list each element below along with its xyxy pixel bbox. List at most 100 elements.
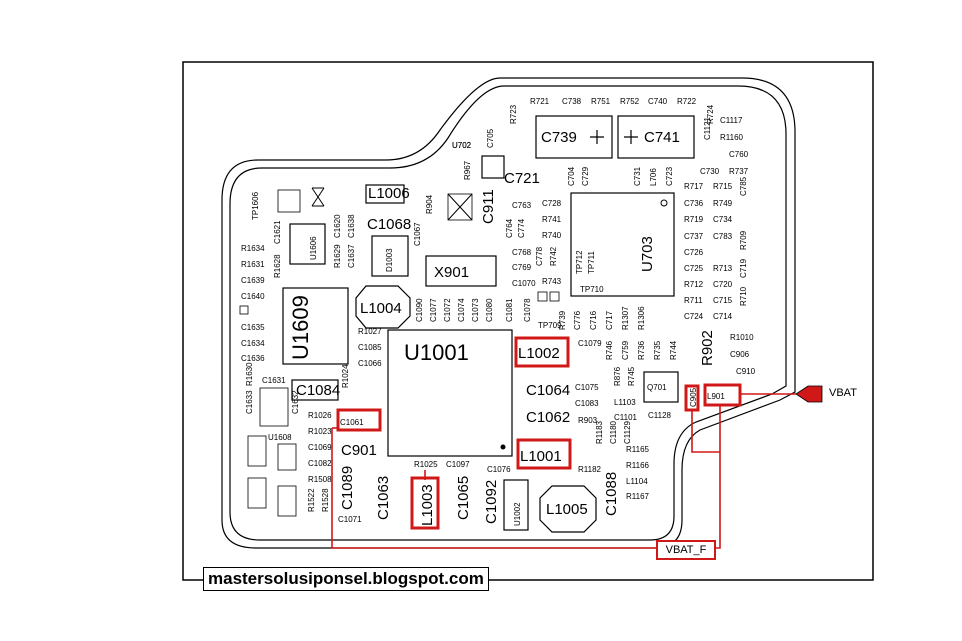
component-label-c1062: C1062 xyxy=(526,409,570,426)
component-label-c1638: C1638 xyxy=(347,214,356,238)
component-label-r1166: R1166 xyxy=(626,461,650,470)
component-label-r1508: R1508 xyxy=(308,475,332,484)
ic-u1002 xyxy=(503,479,529,531)
component-label-r752: R752 xyxy=(620,97,640,106)
label-c1061: C1061 xyxy=(340,418,364,427)
component-label-c740: C740 xyxy=(648,97,668,106)
component-label-r746: R746 xyxy=(605,340,614,360)
dot-marker-icon xyxy=(660,199,668,207)
label-d1003: D1003 xyxy=(385,248,394,272)
component-label-r724: R724 xyxy=(706,104,715,124)
component-label-c1635: C1635 xyxy=(241,323,265,332)
ic-u703 xyxy=(570,192,675,297)
component-label-l1103: L1103 xyxy=(614,398,636,407)
component-label-l1104: L1104 xyxy=(626,477,648,486)
component-label-c1640: C1640 xyxy=(241,292,265,301)
label-u1606: U1606 xyxy=(309,236,318,260)
component-label-r1026: R1026 xyxy=(308,411,332,420)
label-u1001: U1001 xyxy=(404,340,469,365)
component-label-c1067: C1067 xyxy=(413,222,422,246)
component-label-c1082: C1082 xyxy=(308,459,332,468)
part-l1006 xyxy=(365,184,405,204)
component-label-c1128: C1128 xyxy=(648,411,672,420)
ic-x901 xyxy=(425,255,497,287)
component-label-c705: C705 xyxy=(486,128,495,148)
component-label-c776: C776 xyxy=(573,310,582,330)
component-label-r751: R751 xyxy=(591,97,611,106)
component-label-c1090: C1090 xyxy=(415,298,424,322)
component-label-c728: C728 xyxy=(542,199,562,208)
highlight-l901 xyxy=(703,383,742,407)
component-label-r1182: R1182 xyxy=(578,465,602,474)
component-label-c717: C717 xyxy=(605,310,614,330)
component-label-r712: R712 xyxy=(684,280,704,289)
highlight-c1061 xyxy=(336,408,382,432)
part-c1068-box xyxy=(259,387,289,427)
component-label-r1306: R1306 xyxy=(637,306,646,330)
component-label-c734: C734 xyxy=(713,215,733,224)
component-label-r737: R737 xyxy=(729,167,749,176)
ic-u1606 xyxy=(289,223,326,265)
component-label-u702: U702 xyxy=(452,141,472,150)
component-label-r1025: R1025 xyxy=(414,460,438,469)
component-label-c760: C760 xyxy=(729,150,749,159)
component-label-c1078: C1078 xyxy=(523,298,532,322)
component-label-r1629: R1629 xyxy=(333,244,342,268)
component-label-c1071: C1071 xyxy=(338,515,362,524)
component-label-c1072: C1072 xyxy=(443,298,452,322)
component-label-c1077: C1077 xyxy=(429,298,438,322)
component-label-r742: R742 xyxy=(549,246,558,266)
component-label-r1027: R1027 xyxy=(358,327,382,336)
component-label-r721: R721 xyxy=(530,97,550,106)
component-label-c1088: C1088 xyxy=(603,472,620,516)
ic-d1003 xyxy=(371,235,409,277)
component-label-c783: C783 xyxy=(713,232,733,241)
crossed-part-icon xyxy=(311,187,473,221)
component-label-c1073: C1073 xyxy=(471,298,480,322)
component-label-r713: R713 xyxy=(713,264,733,273)
label-l901: L901 xyxy=(707,392,725,401)
pad-cluster xyxy=(239,189,560,517)
component-label-c759: C759 xyxy=(621,340,630,360)
component-label-r741: R741 xyxy=(542,215,562,224)
component-label-c721: C721 xyxy=(504,170,540,187)
component-label-c726: C726 xyxy=(684,248,704,257)
component-label-c1121: C1121 xyxy=(703,116,712,140)
plus-mark xyxy=(624,130,638,144)
component-label-c1084: C1084 xyxy=(296,382,340,399)
net-c905 xyxy=(691,410,720,453)
component-label-c1633: C1633 xyxy=(245,390,254,414)
component-label-c723: C723 xyxy=(665,166,674,186)
component-label-c1063: C1063 xyxy=(375,476,392,520)
component-label-r743: R743 xyxy=(542,277,562,286)
component-label-r1024: R1024 xyxy=(341,364,350,388)
component-label-c738: C738 xyxy=(562,97,582,106)
component-label-r749: R749 xyxy=(713,199,733,208)
plus-mark xyxy=(590,130,604,144)
component-label-c1632: C1632 xyxy=(291,390,300,414)
component-label-r745: R745 xyxy=(627,366,636,386)
component-label-c736: C736 xyxy=(684,199,704,208)
component-label-r739: R739 xyxy=(558,310,567,330)
component-label-c1089: C1089 xyxy=(339,466,356,510)
component-label-c763: C763 xyxy=(512,201,532,210)
component-label-c1636: C1636 xyxy=(241,354,265,363)
component-label-c1637: C1637 xyxy=(347,244,356,268)
component-label-c1117: C1117 xyxy=(720,116,743,125)
vbat-label: VBAT xyxy=(829,387,857,399)
component-label-c1079: C1079 xyxy=(578,339,602,348)
component-label-c1083: C1083 xyxy=(575,399,599,408)
component-label-r723: R723 xyxy=(509,104,518,124)
component-label-r903: R903 xyxy=(578,416,598,425)
component-label-r719: R719 xyxy=(684,215,704,224)
part-c1084 xyxy=(291,379,339,401)
label-l1004: L1004 xyxy=(360,300,402,317)
component-label-tp711: TP711 xyxy=(587,250,596,274)
label-x901: X901 xyxy=(434,264,469,281)
label-u702: U702 xyxy=(452,141,472,150)
component-label-r904: R904 xyxy=(425,194,434,214)
component-label-r1628: R1628 xyxy=(273,254,282,278)
component-label-c1639: C1639 xyxy=(241,276,265,285)
component-label-c1064: C1064 xyxy=(526,382,570,399)
